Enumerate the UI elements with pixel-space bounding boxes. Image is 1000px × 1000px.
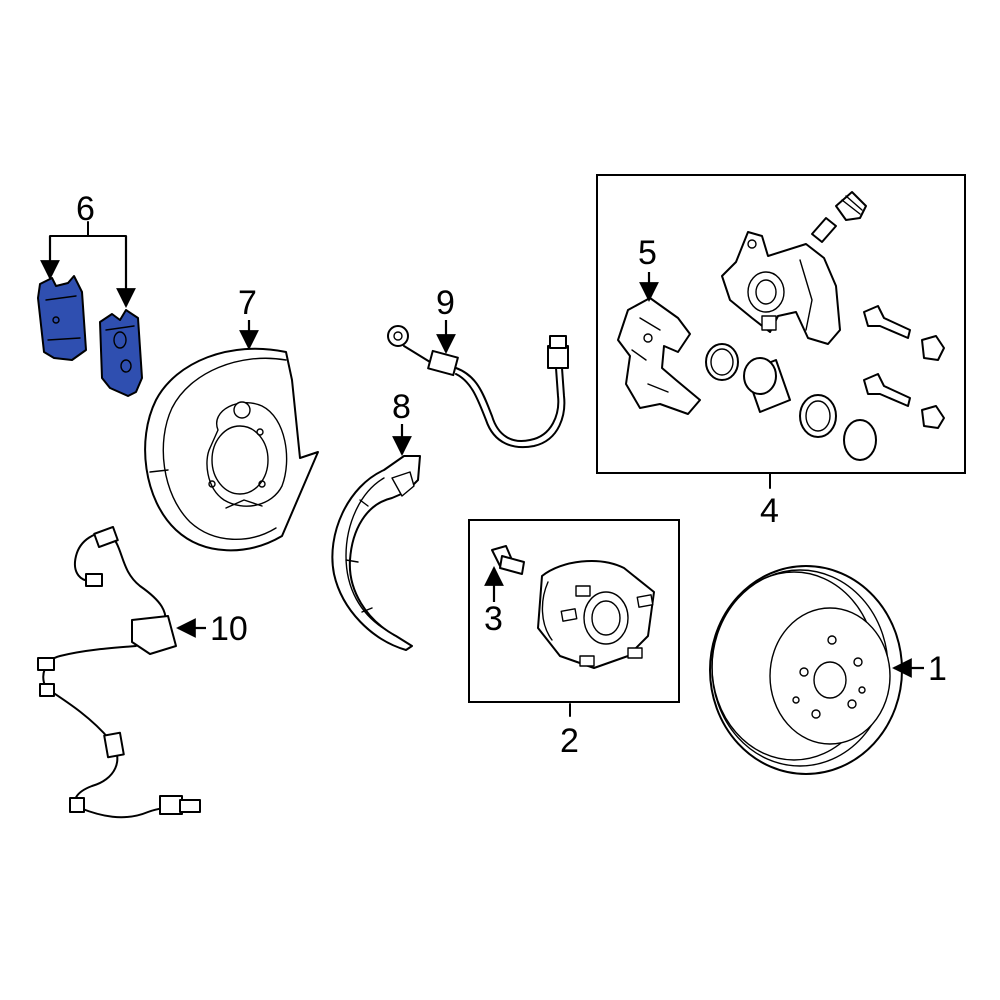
- callout-1: 1: [928, 650, 947, 688]
- callout-6: 6: [76, 190, 95, 228]
- callout-9: 9: [436, 284, 455, 322]
- part-6-brake-pads[interactable]: 6: [37, 190, 143, 397]
- part-9-brake-hose[interactable]: 9: [387, 284, 569, 449]
- caliper-housing[interactable]: [721, 231, 841, 345]
- callout-7: 7: [238, 284, 257, 322]
- callout-5: 5: [638, 234, 657, 272]
- part-3-wheel-stud[interactable]: 3: [484, 545, 525, 638]
- brake-pad-left[interactable]: [37, 275, 87, 361]
- callout-2: 2: [560, 722, 579, 760]
- part-10-abs-sensor[interactable]: 10: [37, 526, 248, 819]
- part-1-brake-rotor[interactable]: 1: [709, 565, 947, 775]
- bleeder-screw-and-cap[interactable]: [811, 191, 867, 243]
- guide-pins[interactable]: [863, 305, 945, 429]
- piston-and-seals[interactable]: [705, 343, 877, 461]
- callout-10: 10: [210, 610, 248, 648]
- part-8-parking-brake-shoe[interactable]: 8: [331, 388, 421, 651]
- part-5-caliper-bracket[interactable]: 5: [617, 234, 701, 415]
- brake-pad-right[interactable]: [99, 309, 143, 397]
- part-4-caliper-assembly[interactable]: 5: [596, 174, 966, 530]
- callout-8: 8: [392, 388, 411, 426]
- callout-3: 3: [484, 600, 503, 638]
- part-2-hub-assembly[interactable]: 3 2: [468, 519, 680, 760]
- hub-bearing[interactable]: [537, 560, 655, 669]
- part-7-dust-shield[interactable]: 7: [144, 284, 319, 552]
- callout-4: 4: [760, 492, 779, 530]
